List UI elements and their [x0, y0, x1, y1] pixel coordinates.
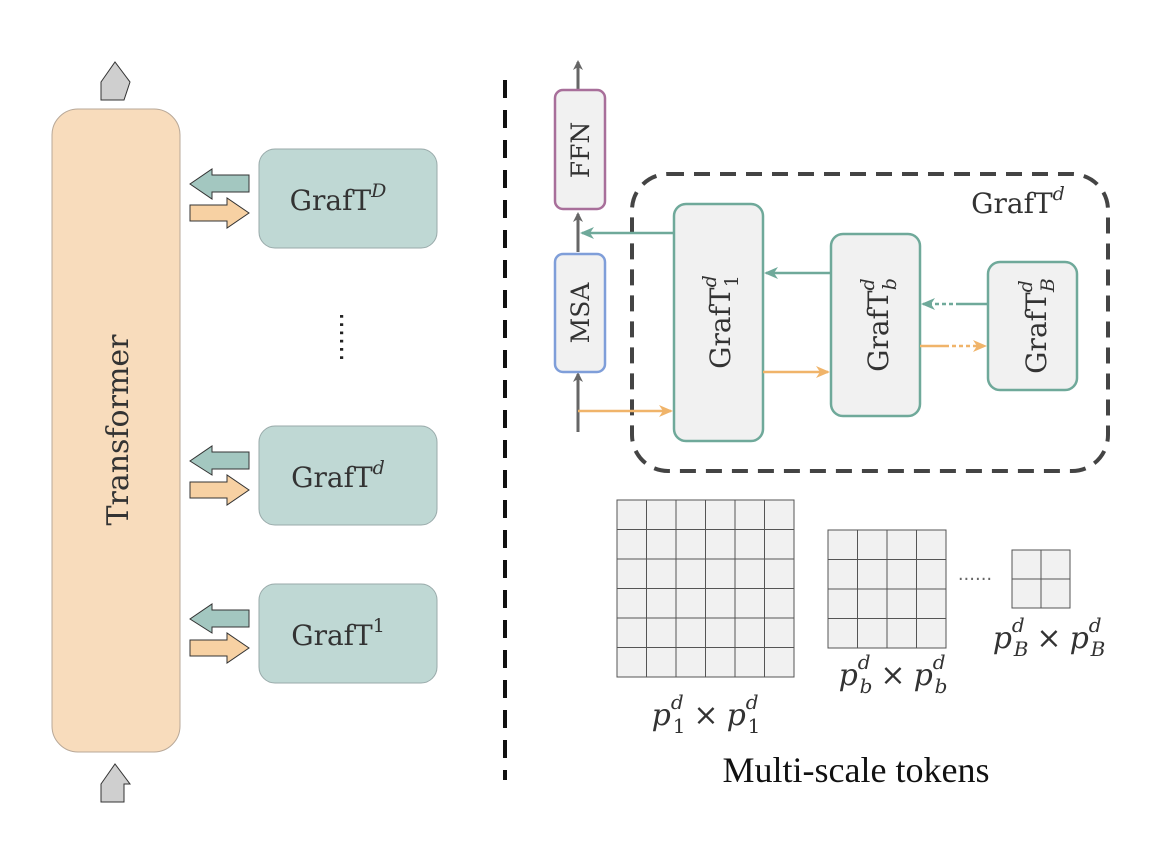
graft-module-1: GrafT1 — [189, 583, 438, 684]
token-cell — [616, 617, 647, 648]
token-cell — [827, 529, 858, 560]
graft-group-container — [630, 172, 1110, 473]
token-cell — [764, 617, 795, 648]
orange-arrow-right-icon — [189, 474, 250, 506]
branch-B-label: GrafTdB — [1015, 278, 1059, 374]
token-cell — [916, 618, 947, 649]
graft-group-label: GrafTd — [971, 183, 1065, 220]
token-cell — [764, 499, 795, 530]
token-cell — [764, 588, 795, 619]
token-cell — [827, 618, 858, 649]
token-cell — [1040, 578, 1071, 609]
token-cell — [827, 588, 858, 619]
token-cell — [705, 617, 736, 648]
token-cell — [705, 647, 736, 678]
token-cell — [886, 529, 917, 560]
msa-block — [553, 252, 607, 374]
token-cell — [764, 529, 795, 560]
svg-text:GrafTD: GrafTD — [290, 180, 387, 217]
token-cell — [675, 529, 706, 560]
teal-arrow-left-icon — [189, 603, 250, 634]
token-cell — [675, 647, 706, 678]
token-cell — [1011, 549, 1042, 580]
token-cell — [646, 588, 677, 619]
branch-b-block — [829, 232, 922, 418]
token-cell — [886, 559, 917, 590]
token-cell — [616, 588, 647, 619]
orange-arrow-right-icon — [189, 197, 250, 229]
token-cell — [734, 499, 765, 530]
token-cell — [734, 529, 765, 560]
token-cell — [916, 559, 947, 590]
grid-ellipsis: ...... — [958, 564, 992, 585]
token-cell — [857, 618, 888, 649]
svg-text:GrafTd: GrafTd — [291, 457, 385, 494]
token-cell — [857, 588, 888, 619]
token-cell — [1040, 549, 1071, 580]
token-cell — [886, 588, 917, 619]
graft-module-D: GrafTD — [189, 148, 438, 249]
token-cell — [646, 617, 677, 648]
branch-b-label: GrafTdb — [857, 278, 901, 372]
branch-1-label: GrafTd1 — [699, 275, 743, 369]
token-cell — [764, 647, 795, 678]
token-cell — [616, 529, 647, 560]
token-cell — [616, 647, 647, 678]
token-cell — [705, 499, 736, 530]
token-grids — [616, 499, 1071, 678]
token-cell — [616, 499, 647, 530]
token-cell — [857, 559, 888, 590]
grid-b-tokens — [827, 529, 947, 649]
token-cell — [675, 558, 706, 589]
token-cell — [734, 647, 765, 678]
token-cell — [646, 558, 677, 589]
token-cell — [764, 558, 795, 589]
token-cell — [646, 499, 677, 530]
token-cell — [916, 529, 947, 560]
token-cell — [916, 588, 947, 619]
token-cell — [675, 499, 706, 530]
output-arrow-icon — [100, 61, 131, 101]
ffn-label: FFN — [566, 122, 595, 179]
token-cell — [705, 588, 736, 619]
teal-arrow-left-icon — [189, 445, 250, 476]
token-cell — [1011, 578, 1042, 609]
token-cell — [646, 647, 677, 678]
token-cell — [705, 529, 736, 560]
transformer-block — [51, 108, 181, 753]
token-cell — [675, 617, 706, 648]
msa-label: MSA — [566, 282, 595, 344]
branch-1-block — [672, 202, 765, 443]
token-cell — [734, 588, 765, 619]
transformer-label: Transformer — [101, 334, 136, 526]
token-cell — [734, 617, 765, 648]
branch-B-block — [986, 260, 1079, 392]
token-cell — [675, 588, 706, 619]
grid-1-tokens — [616, 499, 795, 678]
token-cell — [646, 529, 677, 560]
svg-text:GrafT1: GrafT1 — [291, 615, 385, 652]
token-cell — [734, 558, 765, 589]
teal-arrow-left-icon — [189, 168, 250, 200]
grid-B-tokens — [1011, 549, 1071, 609]
token-cell — [827, 559, 858, 590]
token-cell — [616, 558, 647, 589]
ffn-block — [553, 88, 607, 211]
orange-arrow-right-icon — [189, 632, 250, 664]
graft-module-d: GrafTd — [189, 425, 438, 526]
input-arrow-icon — [100, 763, 131, 803]
token-cell — [857, 529, 888, 560]
multi-scale-caption: Multi-scale tokens — [723, 750, 990, 790]
token-cell — [705, 558, 736, 589]
token-cell — [886, 618, 917, 649]
module-ellipsis: ...... — [333, 312, 363, 362]
